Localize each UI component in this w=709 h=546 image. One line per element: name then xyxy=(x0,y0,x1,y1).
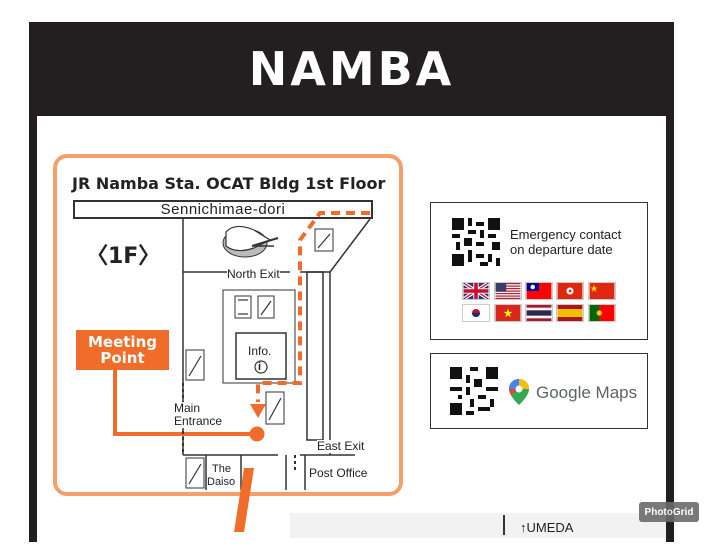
statue-icon xyxy=(222,225,279,258)
google-maps-qr-code[interactable] xyxy=(450,367,498,415)
meeting-point-badge: Meeting Point xyxy=(76,330,169,370)
next-section-strip xyxy=(290,513,666,538)
hongkong-flag-icon xyxy=(556,282,584,300)
pointer-beam xyxy=(234,468,254,532)
east-wall xyxy=(329,218,371,455)
usa-flag-icon xyxy=(494,282,522,300)
elevator-icon xyxy=(234,295,252,319)
title-bar: NAMBA xyxy=(29,22,674,116)
north-exit-label: North Exit xyxy=(227,267,280,281)
post-office-label: Post Office xyxy=(309,466,368,480)
info-icon xyxy=(254,360,268,374)
info-label: Info. xyxy=(248,344,272,358)
google-maps-pin-icon xyxy=(509,379,529,405)
portugal-flag-icon xyxy=(588,304,616,322)
daiso-label-1: The xyxy=(212,463,231,476)
map-title: JR Namba Sta. OCAT Bldg 1st Floor xyxy=(72,174,386,193)
umeda-label: ↑UMEDA xyxy=(520,520,574,535)
emergency-text-line-1: Emergency contact xyxy=(510,227,622,242)
daiso-label-2: Daiso xyxy=(207,476,236,489)
main-entrance-label-1: Main xyxy=(174,401,201,415)
route-path xyxy=(256,211,370,402)
china-flag-icon xyxy=(588,282,616,300)
uk-flag-icon xyxy=(462,282,490,300)
spain-flag-icon xyxy=(556,304,584,322)
thailand-flag-icon xyxy=(525,304,553,322)
meeting-point-line-1: Meeting xyxy=(87,333,157,351)
info-booth xyxy=(235,332,287,380)
emergency-contact-text: Emergency contact on departure date xyxy=(510,227,621,257)
photogrid-watermark: PhotoGrid xyxy=(639,502,699,522)
korea-flag-icon xyxy=(462,304,490,322)
emergency-text-line-2: on departure date xyxy=(510,242,613,257)
vietnam-flag-icon xyxy=(494,304,522,322)
meeting-point-marker xyxy=(249,426,265,442)
floor-label: 〈1F〉 xyxy=(86,244,161,269)
meeting-point-line-2: Point xyxy=(100,349,145,367)
street-label: Sennichimae-dori xyxy=(73,200,373,219)
google-maps-label: Google Maps xyxy=(536,383,638,402)
route-arrow-icon xyxy=(250,404,266,418)
google-maps-card xyxy=(430,353,648,429)
strip-divider xyxy=(503,515,505,535)
meeting-connector xyxy=(113,370,256,436)
taiwan-flag-icon xyxy=(525,282,553,300)
main-entrance-label-2: Entrance xyxy=(174,414,223,428)
east-exit-label: East Exit xyxy=(317,439,365,453)
emergency-qr-code[interactable] xyxy=(452,218,500,266)
page-title: NAMBA xyxy=(248,42,455,96)
east-column xyxy=(306,271,324,441)
central-block xyxy=(222,289,296,384)
info-icon-glyph: i xyxy=(258,361,262,373)
